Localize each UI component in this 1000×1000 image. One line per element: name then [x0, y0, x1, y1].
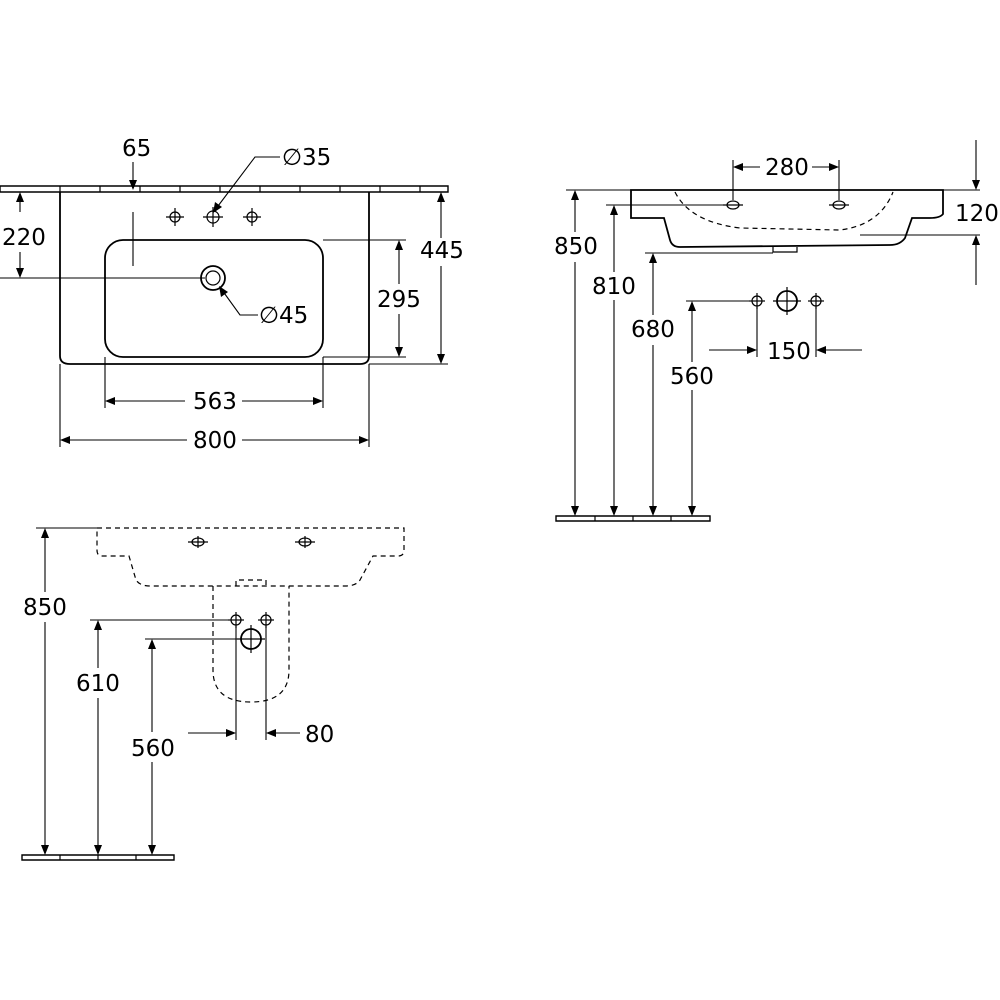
basin-outline-front [96, 527, 405, 587]
dim-560-front-label: 560 [131, 736, 175, 762]
dim-800-label: 800 [193, 428, 237, 454]
dim-850-front-label: 850 [23, 595, 67, 621]
side-tap-hole-left [723, 200, 743, 210]
top-view-wall-ticks [59, 186, 421, 192]
dim-280-label: 280 [765, 155, 809, 181]
tap-hole-right [243, 208, 261, 226]
dim-80-label: 80 [305, 722, 334, 748]
basin-bowl-side [674, 191, 894, 231]
front-supply-hole-left [228, 612, 244, 628]
tap-hole-center [203, 207, 223, 227]
supply-hole-right [808, 293, 824, 309]
front-view: 850 610 560 80 [21, 527, 405, 861]
front-tap-hole-right [295, 536, 315, 548]
dim-563-label: 563 [193, 389, 237, 415]
supply-hole-left [749, 293, 765, 309]
drain-connection-side [773, 287, 801, 315]
dim-220-label: 220 [2, 225, 46, 251]
side-view: 280 120 850 810 680 [554, 140, 999, 522]
dim-680-label: 680 [631, 317, 675, 343]
top-view-wall-line [0, 185, 449, 193]
dim-560-side-label: 560 [670, 364, 714, 390]
dim-120-label: 120 [955, 201, 999, 227]
basin-outline-side [630, 189, 944, 248]
dim-65-label: 65 [122, 136, 151, 162]
dim-850-side-label: 850 [554, 234, 598, 260]
dim-445-label: 445 [420, 238, 464, 264]
dim-dia35-label: ∅35 [282, 145, 331, 171]
basin-outline-top [59, 192, 370, 365]
dim-810-label: 810 [592, 274, 636, 300]
basin-bowl-top [104, 239, 324, 358]
dim-dia45-label: ∅45 [259, 303, 308, 329]
front-tap-hole-left [188, 536, 208, 548]
dim-295-label: 295 [377, 287, 421, 313]
tap-hole-left [166, 208, 184, 226]
top-view: 65 ∅35 220 445 295 ∅45 [0, 136, 464, 454]
dim-150-label: 150 [767, 339, 811, 365]
side-tap-hole-right [829, 200, 849, 210]
front-drain-connection [237, 625, 265, 653]
dim-610-label: 610 [76, 671, 120, 697]
front-supply-hole-right [258, 612, 274, 628]
